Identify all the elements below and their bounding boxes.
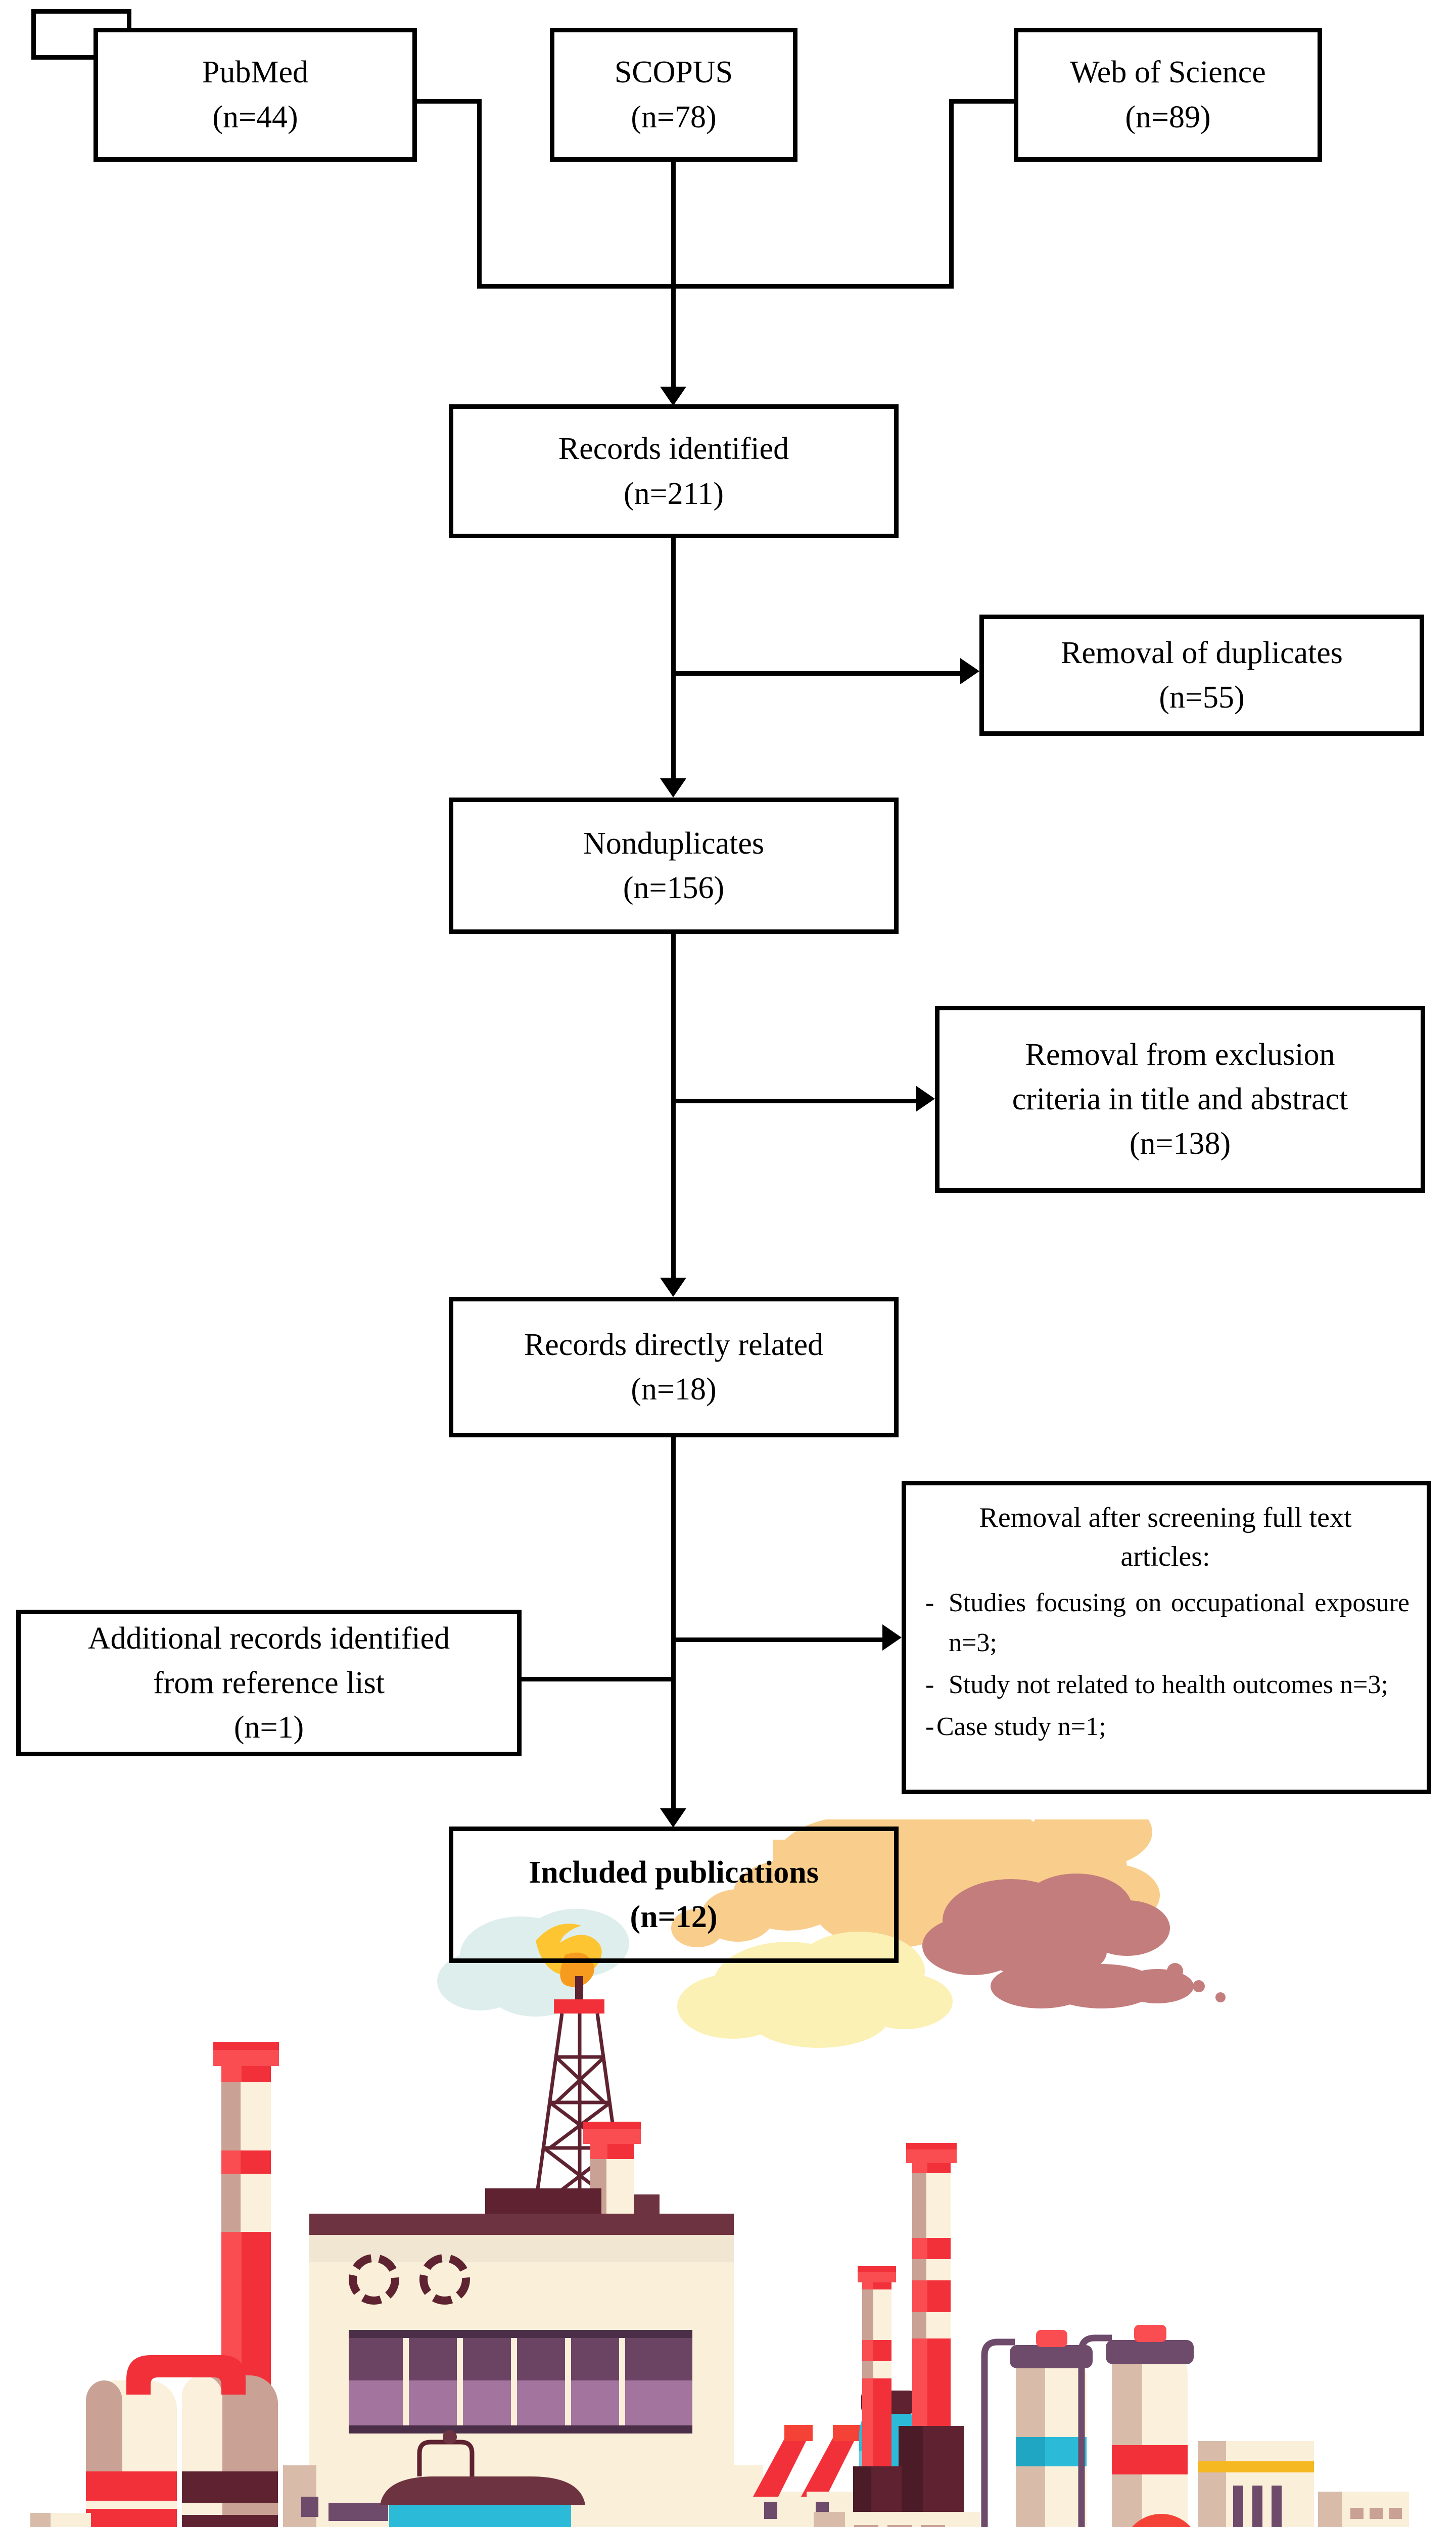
list-item: - Studies focusing on occupational expos… [921,1583,1410,1663]
additional-records-box: Additional records identified from refer… [16,1610,522,1756]
storage-tanks-left [86,2355,278,2527]
connector-identified-to-nondup [671,538,676,784]
list-item-text: Studies focusing on occupational exposur… [949,1588,1410,1657]
stage-box-nonduplicates: Nonduplicates (n=156) [449,798,899,934]
exclusion-count: (n=55) [1159,680,1245,715]
source-count: (n=89) [1125,100,1211,134]
exclusion-title: Removal of duplicates [1061,635,1343,670]
cylinder-tank-b [1078,2325,1194,2527]
list-dash: - [925,1712,934,1741]
smokestack-right-short [853,2266,902,2527]
stage-box-records-identified: Records identified (n=211) [449,404,899,538]
stage-title: Records identified [558,432,789,466]
connector-wos-horizontal [949,99,1017,104]
connector-bus-to-identified [671,284,676,394]
arrow-to-included-publications [660,1808,686,1828]
source-title: PubMed [202,55,309,90]
factory-window-band [349,2330,692,2434]
industrial-factory-illustration [0,1819,1456,2527]
source-title: Web of Science [1070,55,1266,90]
list-item-text: Case study n=1; [936,1712,1106,1741]
stage-box-records-directly-related: Records directly related (n=18) [449,1297,899,1437]
stage-count: (n=18) [631,1372,717,1407]
additional-line-2: from reference list [153,1665,385,1700]
source-count: (n=78) [631,100,717,134]
connector-additional-to-trunk [522,1677,673,1681]
list-item-text: Study not related to health outcomes n=3… [949,1670,1388,1699]
source-box-scopus: SCOPUS (n=78) [550,28,797,162]
stage-title: Records directly related [524,1327,824,1362]
cyan-roof-tank-building [380,2430,585,2527]
arrow-to-removal-of-duplicates [960,658,979,684]
connector-wos-vertical [949,99,954,288]
arrow-to-title-abstract-exclusion [916,1086,935,1112]
stage-box-included-publications: Included publications (n=12) [449,1827,899,1963]
arrow-to-fulltext-removal [882,1624,902,1651]
exclusion-box-removal-of-duplicates: Removal of duplicates (n=55) [979,615,1424,736]
additional-line-1: Additional records identified [87,1621,450,1656]
connector-to-duplicates [671,671,963,676]
smoke-cloud-yellow [677,1932,953,2048]
smoke-cloud-mauve [922,1874,1226,2008]
source-title: SCOPUS [614,55,733,90]
smokestack-right-tall [899,2143,964,2527]
stage-count: (n=211) [624,476,724,511]
exclusion-count: (n=138) [1129,1127,1231,1161]
fulltext-removal-box: Removal after screening full text articl… [902,1481,1431,1794]
fulltext-removal-list: - Studies focusing on occupational expos… [921,1583,1410,1747]
exclusion-line-1: Removal from exclusion [1025,1037,1335,1072]
connector-pubmed-horizontal [414,99,482,104]
stage-title: Nonduplicates [583,826,765,861]
connector-scopus-vertical [671,159,676,287]
exclusion-line-2: criteria in title and abstract [1012,1082,1348,1116]
connector-pubmed-vertical [477,99,482,288]
stage-title: Included publications [529,1855,819,1890]
left-low-buildings [30,2513,91,2527]
fulltext-heading-line-1: Removal after screening full text [979,1502,1352,1533]
connector-nondup-to-directly [671,933,676,1283]
additional-count: (n=1) [233,1710,304,1745]
connector-to-title-abstract-exclusion [671,1099,919,1103]
list-item: - Case study n=1; [921,1707,1410,1747]
source-box-web-of-science: Web of Science (n=89) [1014,28,1322,162]
source-count: (n=44) [212,100,298,134]
right-low-buildings [1198,2441,1409,2527]
fulltext-heading-line-2: articles: [1120,1541,1210,1573]
source-box-pubmed: PubMed (n=44) [93,28,417,162]
arrow-to-records-directly-related [660,1278,686,1297]
list-item: - Study not related to health outcomes n… [921,1665,1410,1705]
cylinder-tank-a [981,2330,1093,2527]
list-dash: - [925,1588,934,1617]
arrow-to-records-identified [660,387,686,406]
exclusion-box-title-abstract: Removal from exclusion criteria in title… [935,1006,1425,1193]
connector-source-bus [477,284,954,289]
arrow-to-nonduplicates [660,778,686,798]
connector-to-fulltext-removal [671,1637,885,1642]
main-factory-building [283,2188,763,2527]
stage-count: (n=156) [623,871,725,905]
stage-count: (n=12) [630,1900,718,1934]
connector-directly-to-included [671,1437,676,1815]
right-service-building [814,2512,980,2527]
list-dash: - [925,1670,934,1699]
